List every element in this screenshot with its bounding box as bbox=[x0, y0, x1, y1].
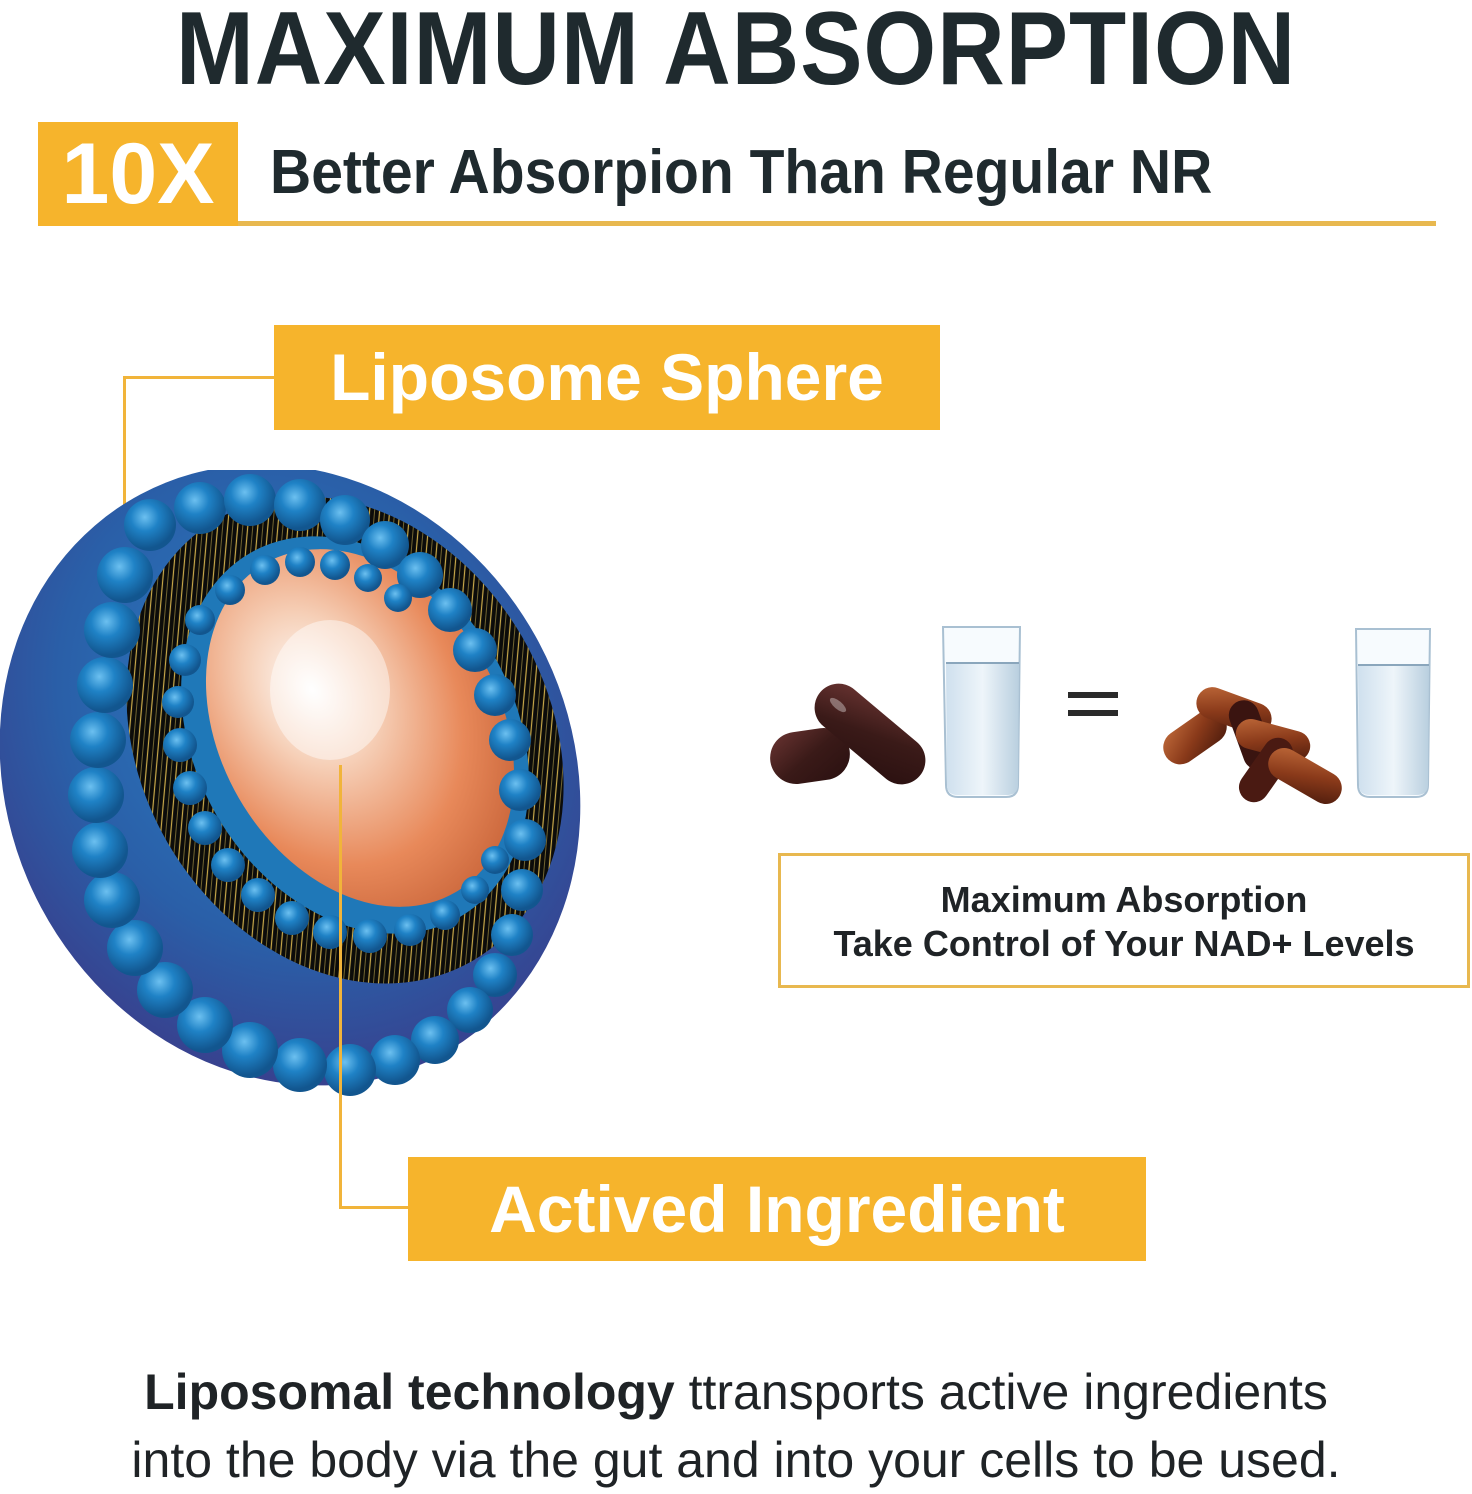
description-line1: ttransports active ingredients bbox=[674, 1364, 1328, 1420]
amber-capsule-icon bbox=[1163, 687, 1342, 804]
info-subheading: Take Control of Your NAD+ Levels bbox=[833, 923, 1415, 964]
liposome-sphere-label: Liposome Sphere bbox=[274, 325, 940, 430]
capsule-comparison-illustration bbox=[770, 626, 1432, 804]
dark-capsule-icon bbox=[770, 683, 926, 785]
page-title: MAXIMUM ABSORPTION bbox=[175, 0, 1297, 107]
ingredient-connector-vertical bbox=[339, 765, 342, 1209]
liposome-illustration bbox=[0, 470, 581, 1096]
absorption-info-box: Maximum Absorption Take Control of Your … bbox=[778, 853, 1470, 988]
water-glass-icon bbox=[1354, 628, 1432, 798]
multiplier-badge: 10X bbox=[38, 122, 238, 226]
equals-icon bbox=[1068, 680, 1120, 720]
water-glass-icon bbox=[941, 626, 1022, 798]
info-heading: Maximum Absorption bbox=[940, 879, 1308, 920]
description-bold: Liposomal technology bbox=[144, 1364, 675, 1420]
subtitle-underline bbox=[238, 221, 1436, 226]
description-paragraph: Liposomal technology ttransports active … bbox=[0, 1358, 1472, 1494]
actived-ingredient-label: Actived Ingredient bbox=[408, 1157, 1146, 1261]
description-line2: into the body via the gut and into your … bbox=[131, 1432, 1341, 1488]
subtitle: Better Absorpion Than Regular NR bbox=[270, 138, 1213, 207]
liposome-connector-horizontal bbox=[123, 376, 274, 379]
ingredient-connector-horizontal bbox=[339, 1206, 408, 1209]
liposome-connector-vertical bbox=[123, 376, 126, 556]
